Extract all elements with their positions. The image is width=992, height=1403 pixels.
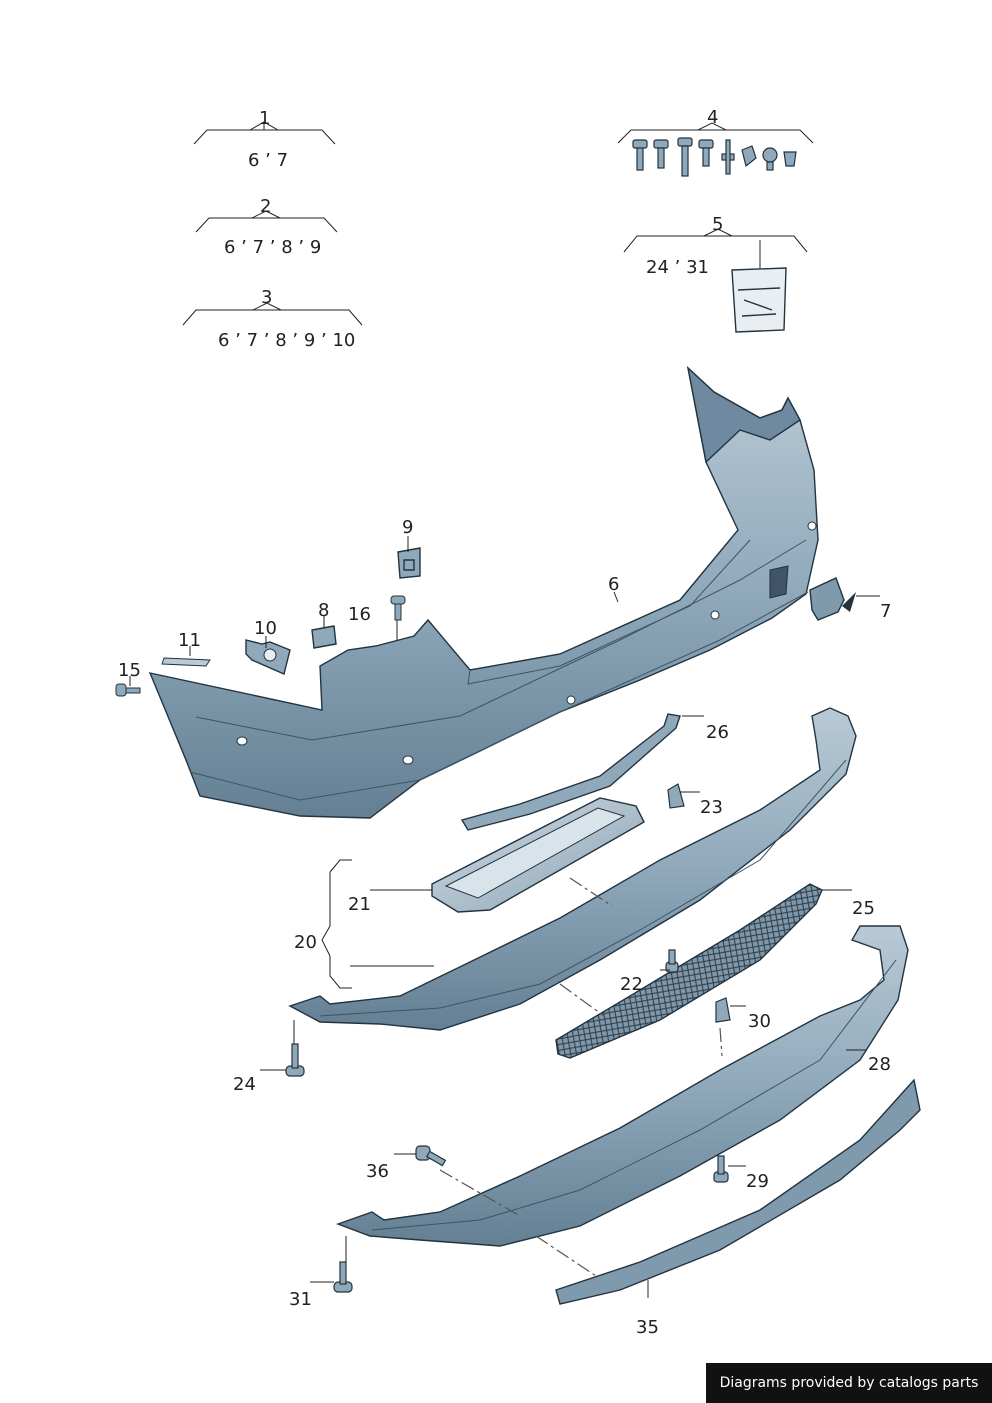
screw-24 bbox=[285, 1043, 305, 1077]
callout-22: 22 bbox=[620, 974, 643, 995]
seal-strip-11 bbox=[161, 657, 211, 667]
callout-30: 30 bbox=[748, 1011, 771, 1032]
kit-2-bracket: 2 6 ’ 7 ’ 8 ’ 9 bbox=[195, 196, 338, 258]
callout-35: 35 bbox=[636, 1317, 659, 1338]
assembly-line-2 bbox=[559, 983, 605, 1017]
callout-1: 1 bbox=[259, 108, 270, 129]
nut-30 bbox=[715, 997, 731, 1023]
bracket-clip-9 bbox=[397, 547, 421, 579]
screw-29 bbox=[713, 1155, 729, 1183]
bumper-cover bbox=[148, 366, 819, 819]
screw-22 bbox=[665, 949, 679, 973]
assembly-line-3 bbox=[439, 1169, 521, 1217]
screw-15 bbox=[115, 683, 141, 697]
callout-31: 31 bbox=[289, 1289, 312, 1310]
kit-3-bracket: 3 6 ’ 7 ’ 8 ’ 9 ’ 10 bbox=[182, 287, 363, 351]
attribution-banner[interactable]: Diagrams provided by catalogs parts bbox=[706, 1363, 992, 1403]
callout-7: 7 bbox=[880, 601, 891, 622]
arrow-icon bbox=[842, 592, 856, 612]
kit-2-contents: 6 ’ 7 ’ 8 ’ 9 bbox=[224, 237, 321, 258]
callout-15: 15 bbox=[118, 660, 141, 681]
fastener-bag-icon bbox=[731, 267, 787, 333]
callout-25: 25 bbox=[852, 898, 875, 919]
fastener-set-icon bbox=[632, 137, 797, 177]
kit-3-contents: 6 ’ 7 ’ 8 ’ 9 ’ 10 bbox=[218, 330, 355, 351]
callout-11: 11 bbox=[178, 630, 201, 651]
callout-2: 2 bbox=[260, 196, 271, 217]
callout-6: 6 bbox=[608, 574, 619, 595]
callout-5: 5 bbox=[712, 214, 723, 235]
screw-16 bbox=[390, 595, 406, 621]
assembly-line-4 bbox=[535, 1235, 597, 1277]
assembly-line-5 bbox=[719, 1027, 723, 1057]
nut-23 bbox=[667, 783, 685, 809]
callout-16: 16 bbox=[348, 604, 371, 625]
callout-8: 8 bbox=[318, 600, 329, 621]
kit-5-contents: 24 ’ 31 bbox=[646, 257, 709, 278]
grille bbox=[555, 883, 823, 1059]
clip-8 bbox=[311, 625, 337, 649]
callout-36: 36 bbox=[366, 1161, 389, 1182]
callout-3: 3 bbox=[261, 287, 272, 308]
screw-31 bbox=[333, 1261, 353, 1293]
callouts: 6 7 8 9 10 11 15 16 20 21 22 23 24 25 26… bbox=[118, 517, 891, 1338]
kit-5-bracket: 5 24 ’ 31 bbox=[623, 214, 808, 333]
callout-23: 23 bbox=[700, 797, 723, 818]
callout-28: 28 bbox=[868, 1054, 891, 1075]
kit-1-contents: 6 ’ 7 bbox=[248, 150, 288, 171]
callout-20: 20 bbox=[294, 932, 317, 953]
screw-36 bbox=[415, 1145, 447, 1167]
callout-4: 4 bbox=[707, 107, 718, 128]
kit-4-bracket: 4 bbox=[617, 107, 814, 177]
lower-moulding bbox=[555, 1078, 921, 1305]
assembly-line-1 bbox=[569, 877, 613, 907]
callout-21: 21 bbox=[348, 894, 371, 915]
cover-plate bbox=[431, 797, 645, 913]
kit-1-bracket: 1 6 ’ 7 bbox=[193, 108, 336, 171]
tow-hook-cap bbox=[809, 577, 845, 621]
callout-10: 10 bbox=[254, 618, 277, 639]
diffuser bbox=[288, 707, 857, 1031]
trim-strip bbox=[460, 713, 681, 831]
lower-diffuser bbox=[335, 925, 909, 1247]
callout-24: 24 bbox=[233, 1074, 256, 1095]
callout-9: 9 bbox=[402, 517, 413, 538]
callout-29: 29 bbox=[746, 1171, 769, 1192]
callout-26: 26 bbox=[706, 722, 729, 743]
leader-lines bbox=[129, 536, 880, 1298]
